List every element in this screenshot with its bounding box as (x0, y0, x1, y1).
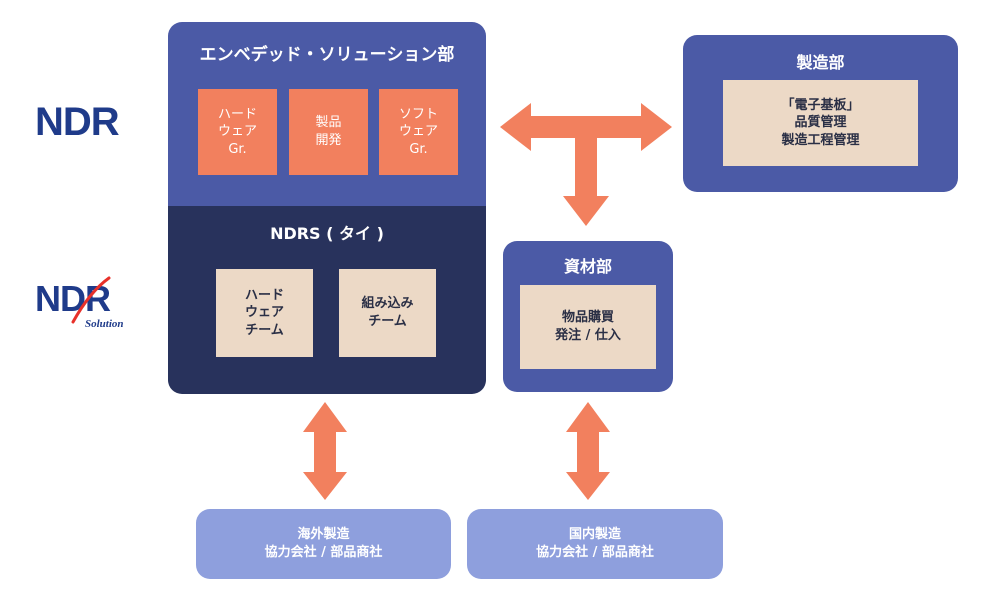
embedded-team-line: チーム (368, 314, 407, 329)
software-group-line: ウェア (398, 124, 438, 140)
hardware-group-line: ハード (217, 106, 257, 122)
domestic-partners-line: 国内製造 (568, 527, 621, 543)
manufacturing-detail-line: 製造工程管理 (781, 132, 860, 148)
arrow-horizontal-shaft (529, 116, 643, 138)
materials-detail-line: 発注 / 仕入 (555, 328, 621, 343)
arrow-shaft (577, 430, 599, 474)
materials-detail-line: 物品購買 (561, 310, 614, 326)
materials-domestic-arrow (566, 402, 610, 500)
ndrs-thailand-title: NDRS ( タイ ) (270, 224, 384, 243)
ndr-solution-logo: NDR Solution (35, 276, 155, 338)
arrow-right-head (641, 103, 672, 151)
arrow-up-head (303, 402, 347, 432)
product-development-box: 製品 開発 (289, 89, 368, 175)
software-group-box: ソフト ウェア Gr. (379, 89, 458, 175)
product-development-line: 開発 (315, 133, 342, 148)
overseas-partners-line: 協力会社 / 部品商社 (264, 545, 383, 560)
manufacturing-detail-box: 「電子基板」 品質管理 製造工程管理 (723, 80, 918, 166)
t-arrow (500, 103, 672, 226)
hardware-group-line: Gr. (228, 141, 247, 157)
software-group-line: ソフト (398, 106, 438, 122)
software-group-line: Gr. (409, 141, 428, 157)
arrow-shaft (314, 430, 336, 474)
hardware-team-line: チーム (245, 322, 284, 338)
embedded-overseas-arrow (303, 402, 347, 500)
materials-detail-box: 物品購買 発注 / 仕入 (520, 285, 656, 369)
embedded-team-line: 組み込み (361, 296, 414, 312)
hardware-team-box: ハード ウェア チーム (216, 269, 313, 357)
hardware-group-line: ウェア (217, 124, 257, 140)
swoosh-icon (71, 276, 111, 324)
manufacturing-division-title: 製造部 (796, 53, 845, 72)
manufacturing-detail-line: 品質管理 (794, 115, 847, 131)
materials-division-title: 資材部 (563, 257, 612, 276)
domestic-partners-box: 国内製造 協力会社 / 部品商社 (467, 509, 723, 579)
ndr-solution-logo-sub: Solution (85, 318, 124, 330)
embedded-team-box: 組み込み チーム (339, 269, 436, 357)
arrow-down-head (566, 472, 610, 500)
ndr-logo: NDR (35, 100, 120, 144)
manufacturing-detail-line: 「電子基板」 (781, 97, 860, 113)
arrow-up-head (566, 402, 610, 432)
materials-division: 資材部 物品購買 発注 / 仕入 (503, 241, 673, 392)
arrow-down-head (303, 472, 347, 500)
embedded-division-title: エンベデッド・ソリューション部 (199, 45, 455, 65)
hardware-team-line: ハード (244, 287, 284, 303)
overseas-partners-line: 海外製造 (297, 527, 350, 543)
hardware-group-box: ハード ウェア Gr. (198, 89, 277, 175)
product-development-line: 製品 (315, 115, 342, 131)
ndr-solution-logo-text: NDR (35, 278, 111, 319)
domestic-partners-line: 協力会社 / 部品商社 (536, 545, 654, 560)
manufacturing-division: 製造部 「電子基板」 品質管理 製造工程管理 (683, 35, 958, 192)
arrow-left-head (500, 103, 531, 151)
embedded-solution-division: エンベデッド・ソリューション部 ハード ウェア Gr. 製品 開発 ソフト ウェ… (168, 22, 486, 394)
arrow-down-head (563, 196, 609, 226)
overseas-partners-box: 海外製造 協力会社 / 部品商社 (196, 509, 451, 579)
arrow-vertical-shaft (575, 136, 597, 198)
hardware-team-line: ウェア (244, 305, 284, 321)
